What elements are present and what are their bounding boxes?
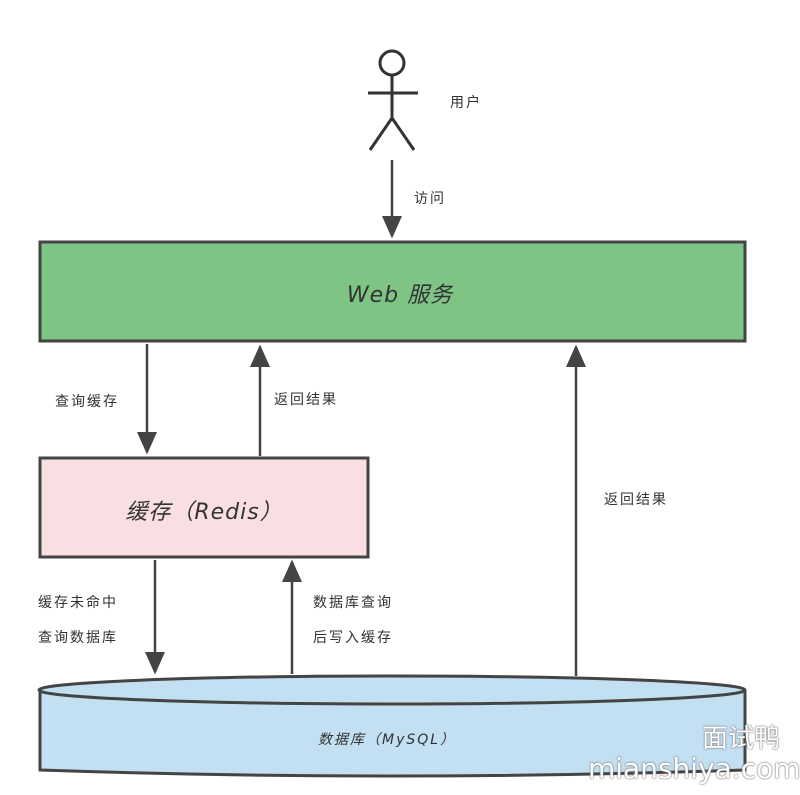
user-stick-figure-icon <box>368 49 418 151</box>
web-service-label: Web 服务 <box>346 283 454 308</box>
cache-miss-label-2: 查询数据库 <box>38 630 118 646</box>
watermark-url: mianshiya.com <box>588 752 800 785</box>
cache-miss-label-1: 缓存未命中 <box>38 595 118 611</box>
query-cache-label: 查询缓存 <box>55 394 119 410</box>
database-label: 数据库（MySQL） <box>318 732 457 748</box>
cache-label: 缓存（Redis） <box>125 500 283 525</box>
return-result-label-1: 返回结果 <box>274 392 338 408</box>
write-back-label-1: 数据库查询 <box>313 595 393 611</box>
return-result-label-2: 返回结果 <box>604 492 668 508</box>
write-back-label-2: 后写入缓存 <box>313 630 393 646</box>
database-cylinder <box>37 674 747 778</box>
web-service-box <box>38 240 747 343</box>
user-label: 用户 <box>450 95 482 111</box>
visit-label: 访问 <box>414 191 446 207</box>
cache-box <box>38 456 370 559</box>
watermark-cn: 面试鸭 <box>702 724 781 754</box>
